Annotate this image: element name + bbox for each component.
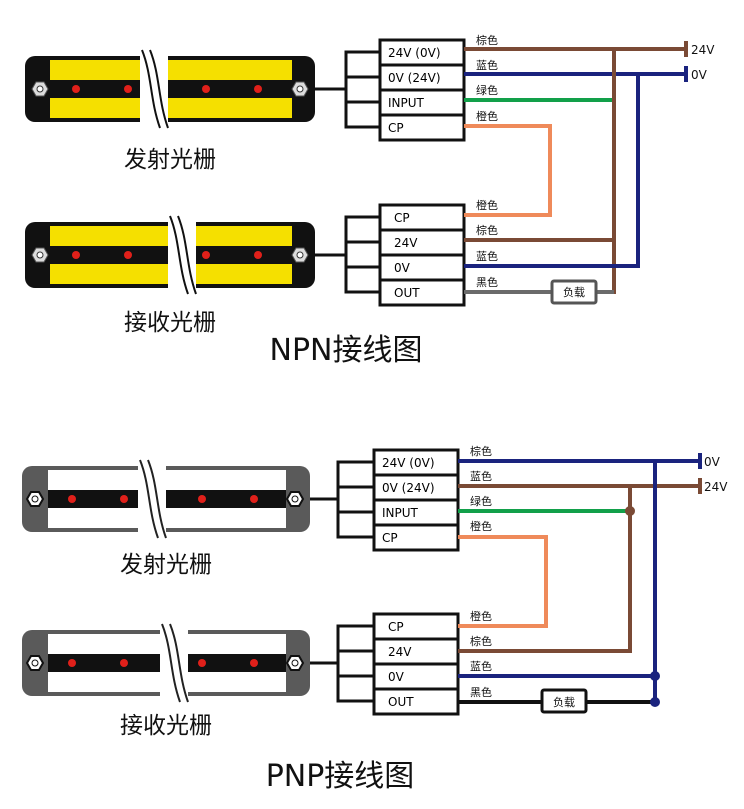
pnp-junction-dot: [650, 697, 660, 707]
pnp-rail-0v-label: 0V: [704, 455, 721, 469]
pnp-load-label: 负载: [553, 695, 575, 709]
npn-emitter-terminal-4: CP: [388, 121, 404, 135]
pnp-receiver-terminal-4: OUT: [388, 695, 414, 709]
npn-emitter-terminal-block: 24V (0V) 0V (24V) INPUT CP: [378, 38, 466, 142]
pnp-emitter-wire-4-label: 橙色: [470, 519, 492, 533]
pnp-title: PNP接线图: [266, 759, 415, 794]
pnp-emitter-curtain: [22, 459, 310, 539]
npn-emitter-wire-1-label: 棕色: [476, 33, 498, 47]
pnp-receiver-terminal-1: CP: [388, 620, 404, 634]
pnp-receiver-cable: [310, 624, 374, 703]
npn-wires: [464, 41, 688, 294]
npn-emitter-label: 发射光栅: [124, 147, 216, 173]
npn-receiver-wire-1-label: 橙色: [476, 198, 498, 212]
pnp-junction-dot: [625, 506, 635, 516]
pnp-emitter-wire-3-label: 绿色: [470, 494, 492, 508]
pnp-receiver-curtain: [22, 623, 310, 703]
npn-emitter-wire-4-label: 橙色: [476, 109, 498, 123]
npn-receiver-terminal-3: 0V: [394, 261, 411, 275]
pnp-section: 发射光栅 接收光栅: [22, 444, 728, 794]
npn-receiver-terminal-2: 24V: [394, 236, 418, 250]
npn-section: 发射光栅 接收光栅: [25, 33, 715, 368]
npn-receiver-label: 接收光栅: [124, 310, 216, 336]
npn-load: 负载: [550, 279, 598, 305]
pnp-emitter-terminal-2: 0V (24V): [382, 481, 435, 495]
npn-receiver-terminal-1: CP: [394, 211, 410, 225]
pnp-receiver-terminal-3: 0V: [388, 670, 405, 684]
npn-emitter-curtain: [25, 49, 315, 129]
pnp-receiver-label: 接收光栅: [120, 713, 212, 739]
pnp-receiver-terminal-2: 24V: [388, 645, 412, 659]
pnp-receiver-terminal-block: CP 24V 0V OUT: [372, 612, 460, 716]
pnp-rail-24v-label: 24V: [704, 480, 728, 494]
npn-emitter-terminal-1: 24V (0V): [388, 46, 441, 60]
npn-emitter-terminal-2: 0V (24V): [388, 71, 441, 85]
npn-emitter-wire-2-label: 蓝色: [476, 58, 498, 72]
pnp-emitter-label: 发射光栅: [120, 552, 212, 578]
npn-load-label: 负载: [563, 285, 585, 299]
pnp-emitter-terminal-3: INPUT: [382, 506, 419, 520]
pnp-junction-dot: [650, 671, 660, 681]
npn-emitter-terminal-3: INPUT: [388, 96, 425, 110]
pnp-receiver-wire-3-label: 蓝色: [470, 659, 492, 673]
npn-receiver-wire-3-label: 蓝色: [476, 249, 498, 263]
pnp-load: 负载: [540, 688, 588, 714]
pnp-emitter-terminal-1: 24V (0V): [382, 456, 435, 470]
npn-title: NPN接线图: [270, 333, 423, 368]
npn-emitter-cable: [315, 50, 380, 129]
npn-rail-24v-label: 24V: [691, 43, 715, 57]
pnp-emitter-wire-2-label: 蓝色: [470, 469, 492, 483]
pnp-emitter-wire-1-label: 棕色: [470, 444, 492, 458]
pnp-emitter-terminal-block: 24V (0V) 0V (24V) INPUT CP: [372, 448, 460, 552]
pnp-emitter-terminal-4: CP: [382, 531, 398, 545]
pnp-wires: [458, 453, 702, 704]
npn-receiver-terminal-4: OUT: [394, 286, 420, 300]
pnp-receiver-wire-1-label: 橙色: [470, 609, 492, 623]
pnp-emitter-cable: [310, 460, 374, 539]
npn-receiver-terminal-block: CP 24V 0V OUT: [378, 203, 466, 307]
npn-receiver-curtain: [25, 215, 315, 295]
npn-receiver-wire-2-label: 棕色: [476, 223, 498, 237]
pnp-receiver-wire-4-label: 黑色: [470, 685, 492, 699]
pnp-receiver-wire-2-label: 棕色: [470, 634, 492, 648]
npn-receiver-wire-4-label: 黑色: [476, 275, 498, 289]
npn-rail-0v-label: 0V: [691, 68, 708, 82]
npn-receiver-cable: [315, 215, 380, 294]
npn-emitter-wire-3-label: 绿色: [476, 83, 498, 97]
